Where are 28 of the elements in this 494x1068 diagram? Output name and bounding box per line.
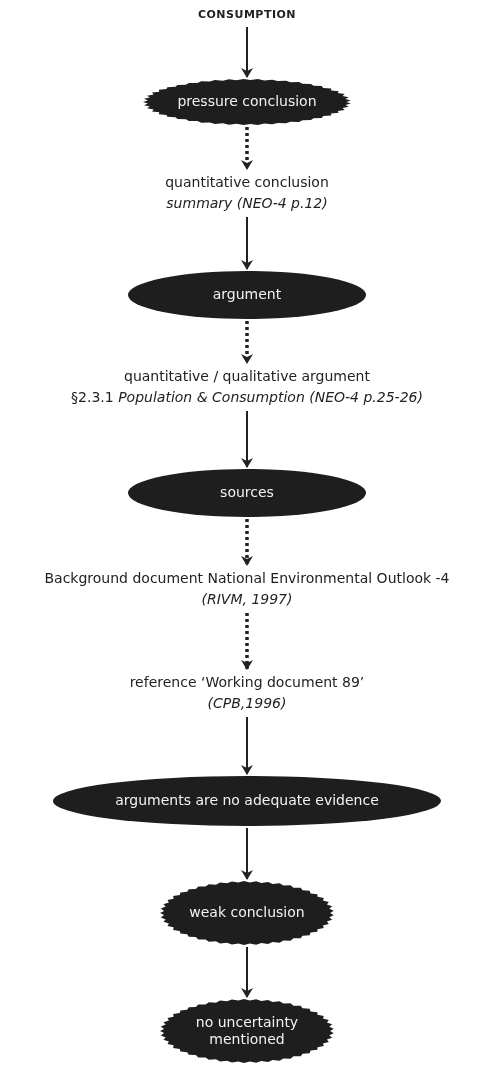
arrow [241,216,253,270]
node-text: quantitative conclusion [165,173,329,192]
source-reference: §2.3.1 Population & Consumption (NEO-4 p.25-26) [71,388,423,407]
arrow [241,519,253,566]
arrow [241,410,253,468]
source-reference: (RIVM, 1997) [201,590,293,609]
node-label: no uncertainty mentioned [194,1013,300,1049]
arrow [241,716,253,775]
ellipse-node [52,775,442,827]
node-text: Background document National Environmental Outlook -4 [44,569,450,588]
node-label: sources [219,484,275,502]
node-label: argument [211,286,283,304]
source-reference: summary (NEO-4 p.12) [166,194,328,213]
ellipse-node [127,468,367,518]
arrow [241,127,253,170]
node-label: arguments are no adequate evidence [114,792,380,810]
heading-label: CONSUMPTION [197,6,297,23]
ellipse-node [127,270,367,320]
node-label: pressure conclusion [176,93,318,111]
node-text: quantitative / qualitative argument [124,367,370,386]
node-label: weak conclusion [188,904,306,922]
arrow [241,613,253,670]
arrow [241,946,253,998]
arrow [241,321,253,364]
source-reference: (CPB,1996) [207,694,287,713]
node-text: reference ‘Working document 89’ [129,673,365,692]
arrow [241,827,253,880]
arrow [241,26,253,78]
